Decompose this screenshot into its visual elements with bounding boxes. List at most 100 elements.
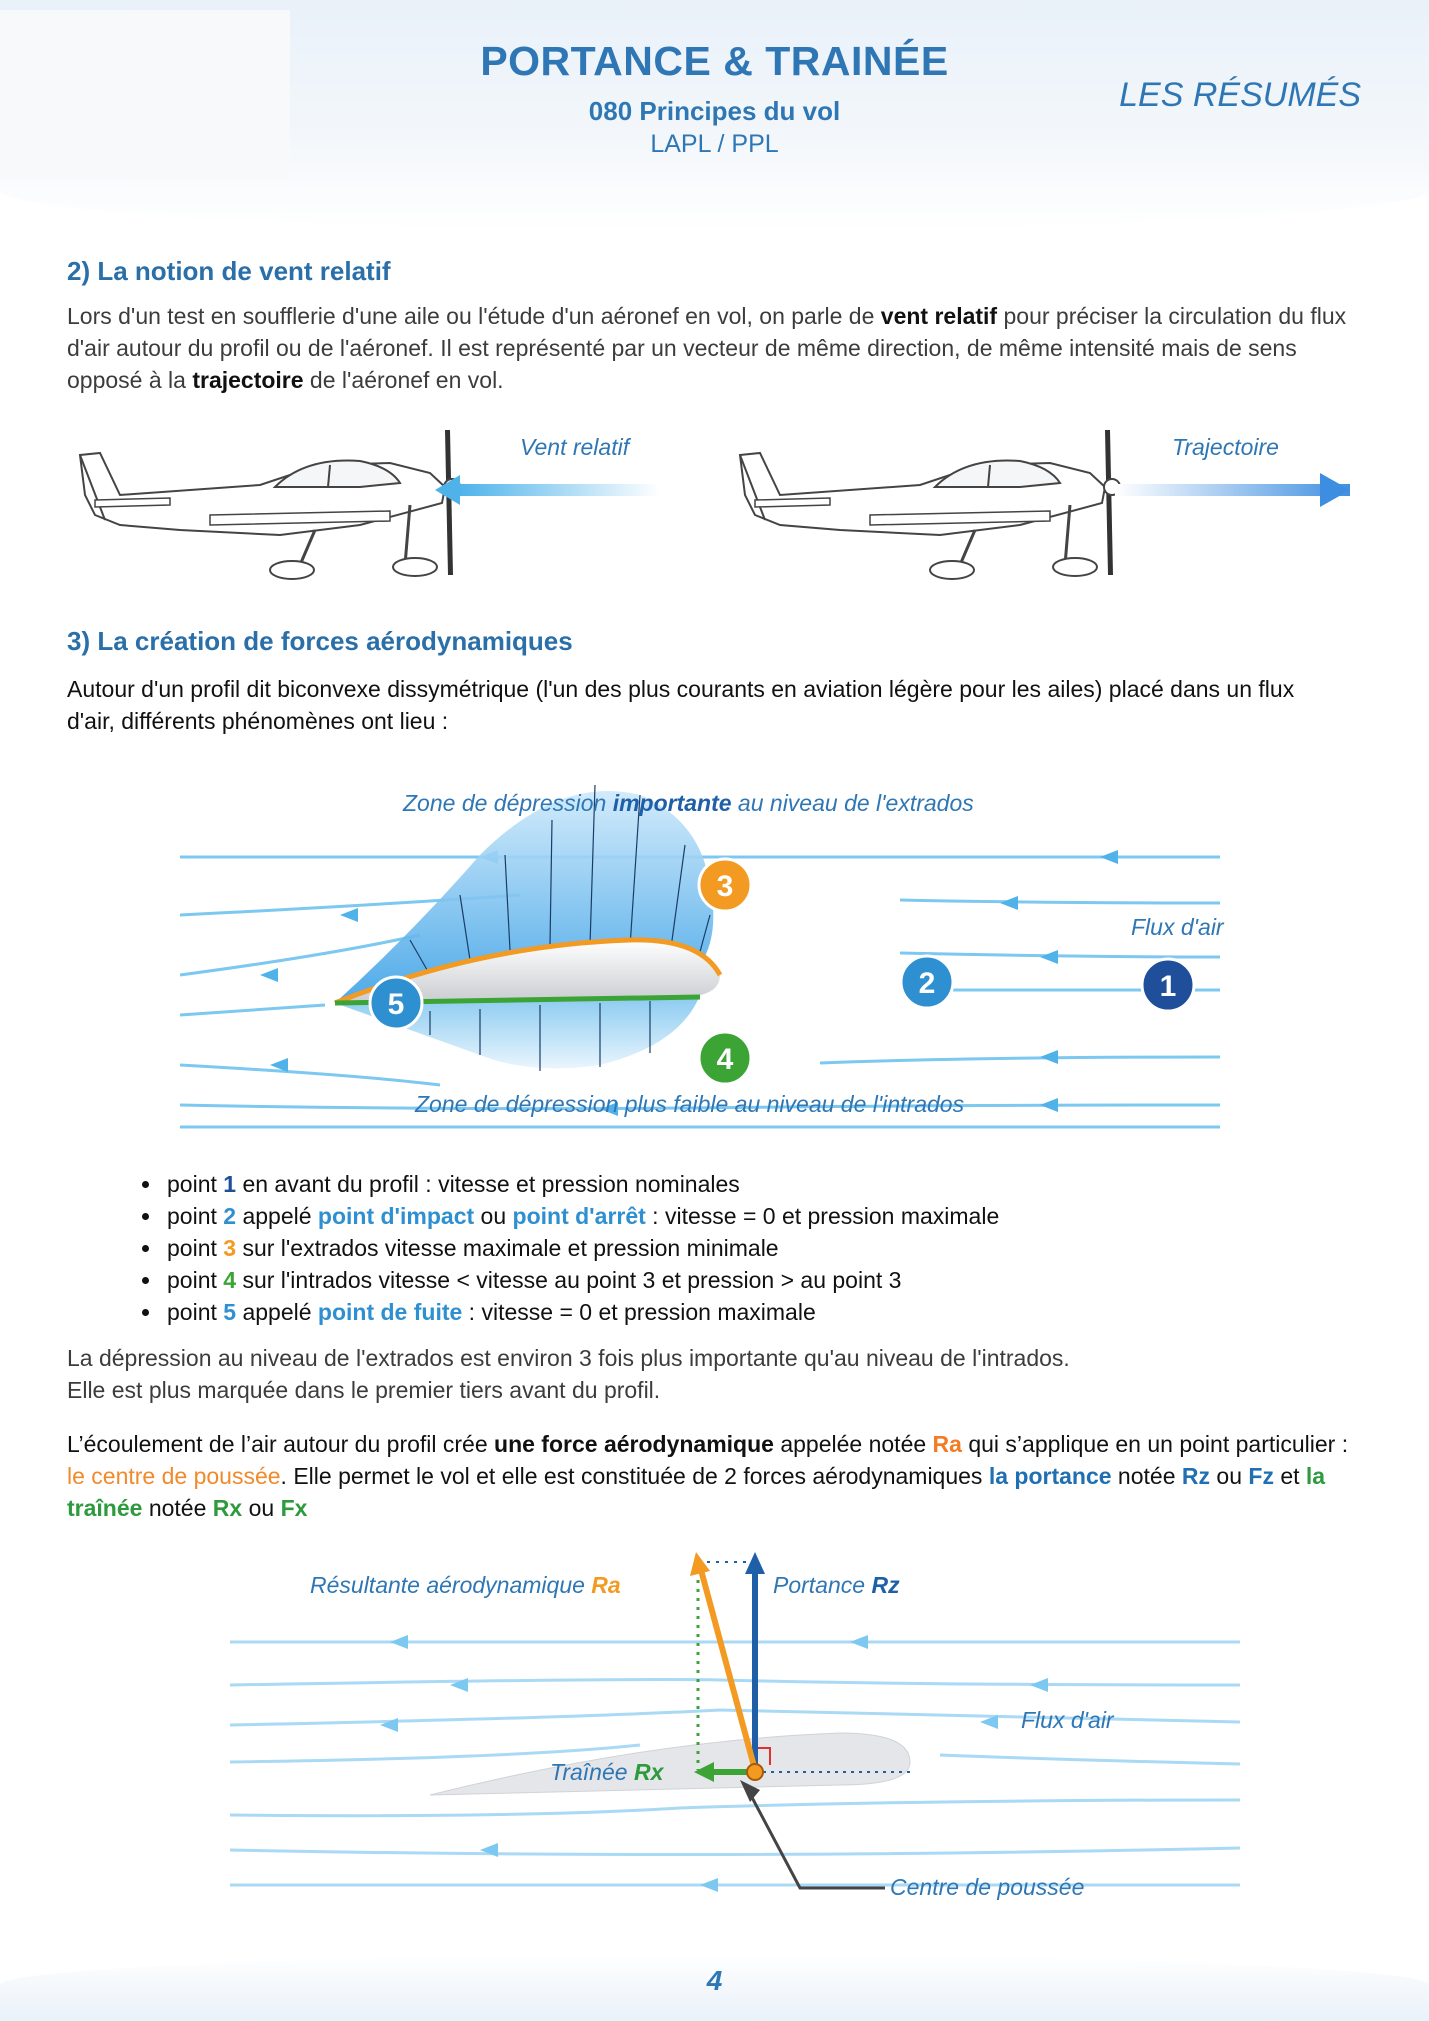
- text-run: notée: [1111, 1463, 1182, 1489]
- text-run: au niveau de l'extrados: [732, 790, 975, 816]
- upper-zone-label: Zone de dépression importante au niveau …: [402, 790, 974, 816]
- page-level: LAPL / PPL: [650, 130, 779, 158]
- text-run: ou: [1210, 1463, 1249, 1489]
- text-run: Ra: [591, 1572, 621, 1598]
- text-run: en avant du profil : vitesse et pression…: [236, 1171, 740, 1197]
- text-run: notée: [142, 1495, 213, 1521]
- text-run: importante: [613, 790, 732, 816]
- text-run: Zone de dépression: [402, 790, 613, 816]
- point-5-label: 5: [388, 988, 405, 1021]
- text-run: de l'aéronef en vol.: [303, 367, 504, 393]
- keyword-portance: la portance: [988, 1463, 1112, 1489]
- series-label: LES RÉSUMÉS: [1119, 76, 1361, 114]
- text-run: point: [167, 1203, 224, 1229]
- keyword-trajectoire: trajectoire: [192, 367, 304, 393]
- text-run: point: [167, 1235, 224, 1261]
- extrados-line: [334, 937, 723, 1006]
- airfoil-profile: [429, 1732, 911, 1796]
- right-angle-marker: [755, 1747, 771, 1765]
- page-subtitle: 080 Principes du vol: [588, 96, 841, 126]
- point-number: 4: [223, 1267, 237, 1293]
- point-4-marker: 4: [697, 1030, 753, 1086]
- arrow-icon: [694, 1762, 714, 1782]
- trajectory-label: Trajectoire: [1172, 434, 1279, 460]
- keyword-rx: Rx: [212, 1495, 243, 1521]
- list-item: point 5 appelé point de fuite : vitesse …: [163, 1296, 999, 1328]
- flux-label: Flux d'air: [1131, 914, 1225, 940]
- text-run: point: [167, 1171, 224, 1197]
- depression-paragraph: La dépression au niveau de l'extrados es…: [67, 1342, 1357, 1406]
- force-paragraph: L’écoulement de l’air autour du profil c…: [67, 1428, 1367, 1524]
- center-of-pressure-marker: [746, 1763, 764, 1781]
- lower-zone-label: Zone de dépression plus faible au niveau…: [414, 1091, 965, 1117]
- center-pointer-line: [745, 1787, 885, 1890]
- keyword-fx: Fx: [280, 1495, 308, 1521]
- text-run: Rx: [634, 1759, 665, 1785]
- text-run: sur l'extrados vitesse maximale et press…: [236, 1235, 779, 1261]
- section-2-title: 2) La notion de vent relatif: [67, 256, 391, 286]
- airfoil-pressure-figure: 3 2 1 5 4 Zone de dépression importante …: [180, 784, 1225, 1129]
- text-run: L’écoulement de l’air autour du profil c…: [67, 1431, 495, 1457]
- section-3-title: 3) La création de forces aérodynamiques: [67, 626, 573, 656]
- point-4-label: 4: [717, 1043, 734, 1076]
- page-title: PORTANCE & TRAINÉE: [480, 38, 949, 84]
- resultant-label: Résultante aérodynamique Ra: [310, 1572, 621, 1598]
- arrow-icon: [690, 1552, 710, 1576]
- text-run: Traînée: [550, 1759, 634, 1785]
- keyword-fz: Fz: [1248, 1463, 1274, 1489]
- point-3-label: 3: [717, 870, 734, 903]
- point-3-marker: 3: [697, 857, 753, 913]
- keyword: point d'impact: [317, 1203, 475, 1229]
- point-number: 1: [223, 1171, 237, 1197]
- text-run: Résultante aérodynamique: [310, 1572, 591, 1598]
- relative-wind-figure: Vent relatif Trajectoire: [78, 428, 1350, 581]
- header-panel: [0, 10, 290, 180]
- relative-wind-label: Vent relatif: [520, 434, 632, 460]
- lower-depression-zone: [335, 995, 700, 1069]
- keyword: point d'arrêt: [512, 1203, 646, 1229]
- text-run: : vitesse = 0 et pression maximale: [645, 1203, 1000, 1229]
- point-5-marker: 5: [368, 975, 424, 1031]
- list-item: point 2 appelé point d'impact ou point d…: [163, 1200, 999, 1232]
- list-item: point 3 sur l'extrados vitesse maximale …: [163, 1232, 999, 1264]
- section-3-intro: Autour d'un profil dit biconvexe dissymé…: [67, 676, 1295, 734]
- text-run: point: [167, 1267, 224, 1293]
- text-run: ou: [242, 1495, 281, 1521]
- point-number: 2: [223, 1203, 237, 1229]
- text-run: appelé: [236, 1203, 318, 1229]
- points-list: point 1 en avant du profil : vitesse et …: [135, 1168, 999, 1328]
- text-run: pour préciser la circulation du flux d'a…: [67, 303, 1347, 393]
- keyword-centre-poussee: le centre de poussée: [67, 1463, 281, 1489]
- center-label: Centre de poussée: [890, 1874, 1084, 1900]
- pressure-arrows: [409, 784, 711, 1071]
- lift-label: Portance Rz: [773, 1572, 900, 1598]
- point-2-label: 2: [919, 967, 936, 1000]
- keyword-trainee: la traînée: [67, 1463, 1326, 1521]
- airfoil-profile: [335, 939, 720, 1003]
- flux-label: Flux d'air: [1021, 1707, 1115, 1733]
- drag-label: Traînée Rx: [550, 1759, 665, 1785]
- point-number: 5: [223, 1299, 237, 1325]
- airplane-icon: [738, 428, 1122, 581]
- text-run: et: [1273, 1463, 1306, 1489]
- text-run: Rz: [871, 1572, 900, 1598]
- section-2-paragraph: Lors d'un test en soufflerie d'une aile …: [67, 300, 1357, 396]
- flow-arrows: [380, 1635, 1048, 1892]
- text-run: ou: [474, 1203, 513, 1229]
- keyword-vent-relatif: vent relatif: [880, 303, 998, 329]
- airplane-icon: [78, 428, 462, 581]
- text-run: . Elle permet le vol et elle est constit…: [280, 1463, 989, 1489]
- text-run: qui s’applique en un point particulier :: [961, 1431, 1349, 1457]
- text-run: Portance: [773, 1572, 871, 1598]
- text-run: sur l'intrados vitesse < vitesse au poin…: [236, 1267, 902, 1293]
- point-1-label: 1: [1160, 970, 1177, 1003]
- text-line: La dépression au niveau de l'extrados es…: [67, 1345, 1070, 1371]
- list-item: point 1 en avant du profil : vitesse et …: [163, 1168, 999, 1200]
- trajectory-arrow: [1115, 484, 1350, 496]
- arrow-icon: [1320, 473, 1350, 507]
- point-2-marker: 2: [899, 954, 955, 1010]
- page-number: 4: [706, 1965, 723, 1996]
- arrow-icon: [435, 475, 460, 505]
- text-run: Lors d'un test en soufflerie d'une aile …: [67, 303, 881, 329]
- point-number: 3: [223, 1235, 237, 1261]
